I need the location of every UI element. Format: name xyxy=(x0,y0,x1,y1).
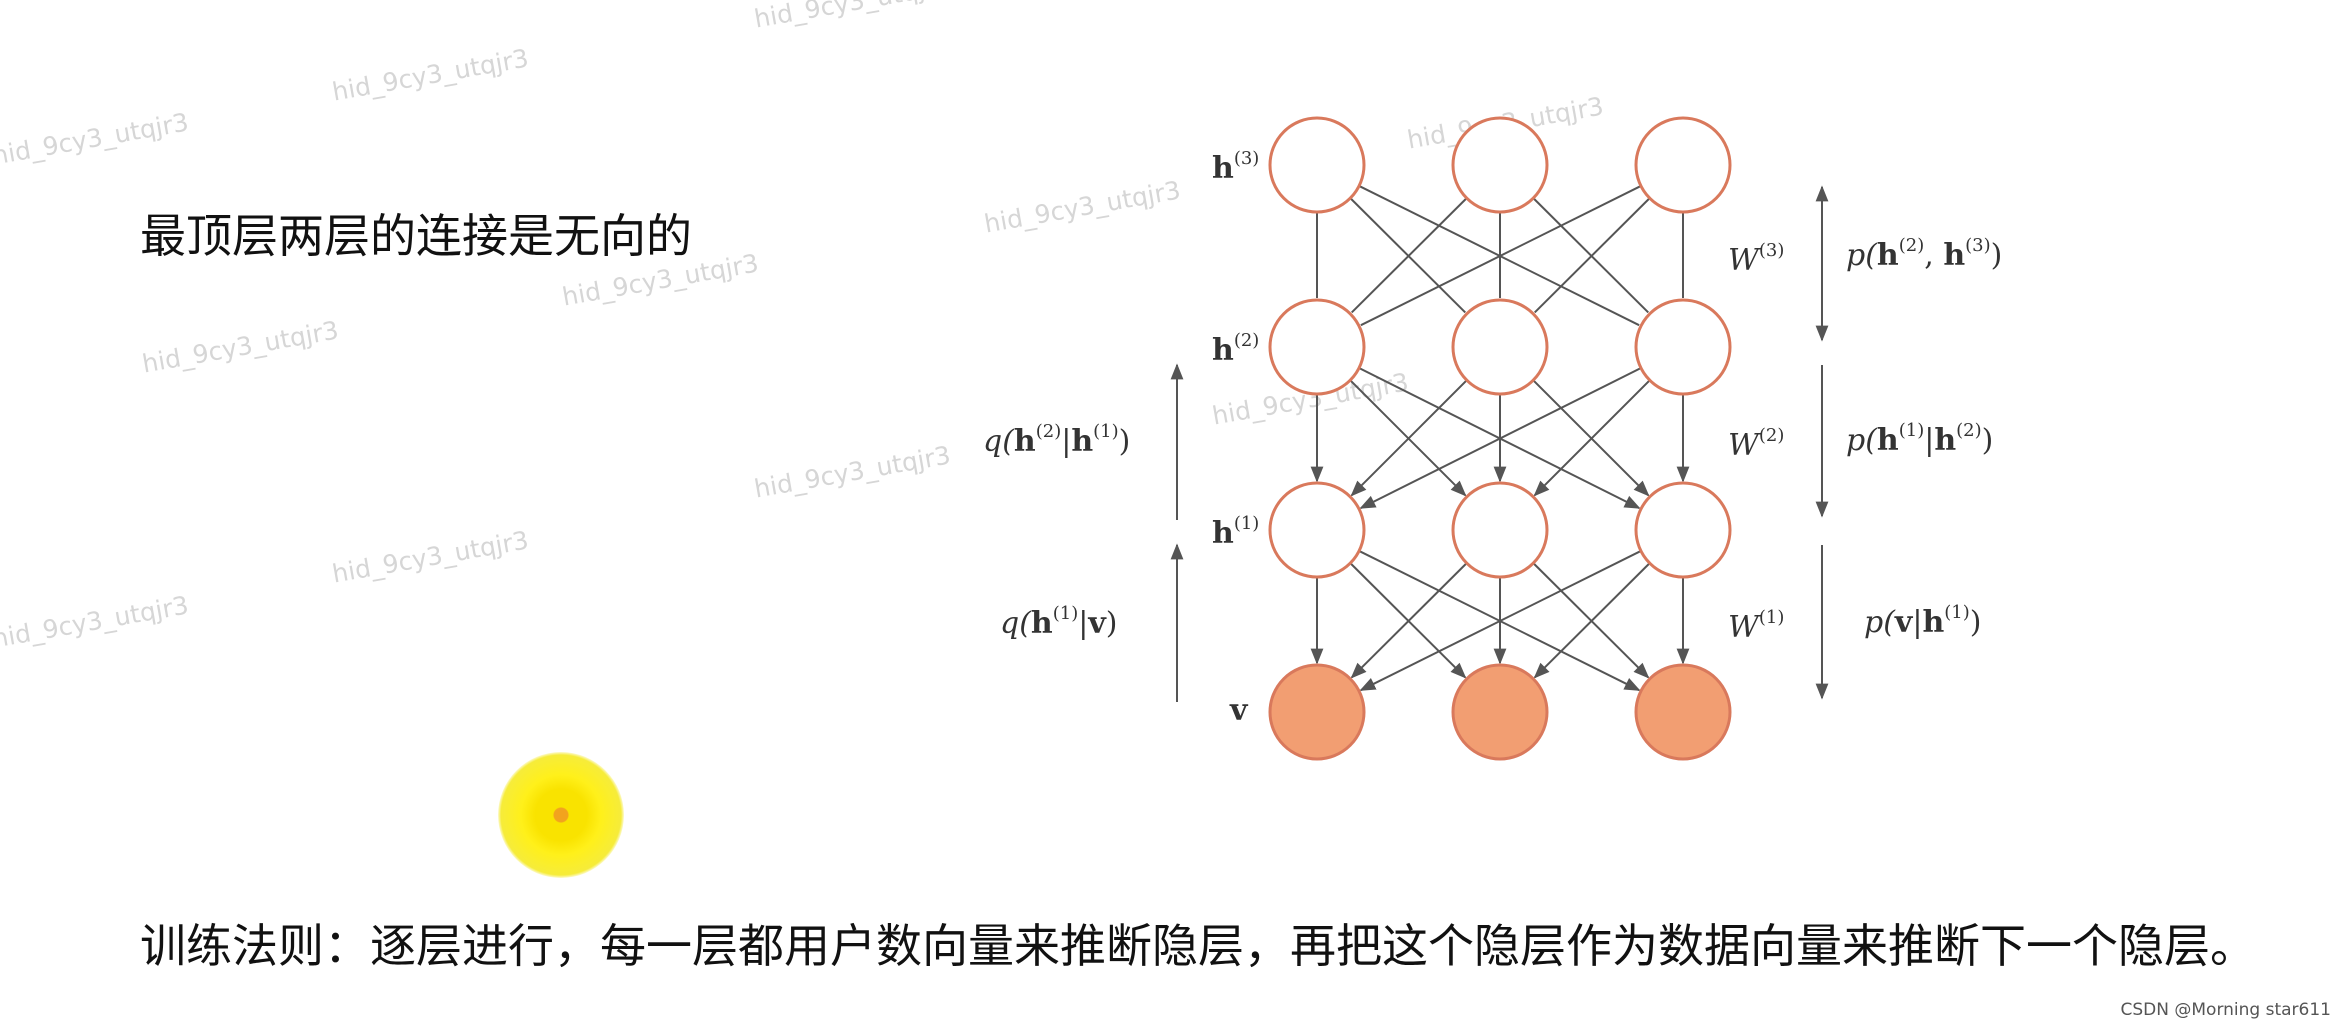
label-p2: p(h(1)|h(2)) xyxy=(1846,420,1993,458)
node-h3-3 xyxy=(1634,116,1732,214)
heading-text: 最顶层两层的连接是无向的 xyxy=(140,209,692,263)
cursor-highlight xyxy=(498,752,624,878)
node-v-2 xyxy=(1451,663,1549,761)
label-v: v xyxy=(1229,693,1249,728)
edges xyxy=(1310,185,1690,692)
edge-l0-2-1 xyxy=(1534,197,1651,314)
label-w2: W(2) xyxy=(1728,425,1784,463)
node-h2-2 xyxy=(1451,298,1549,396)
label-h3: h(3) xyxy=(1212,148,1259,186)
node-h1-2 xyxy=(1451,481,1549,579)
layer-h3-nodes xyxy=(1268,116,1732,214)
edge-l1-1-0 xyxy=(1350,379,1468,497)
training-rule-text: 训练法则：逐层进行，每一层都用户数向量来推断隐层，再把这个隐层作为数据向量来推断… xyxy=(140,919,2256,973)
edge-l1-2-0 xyxy=(1359,367,1642,509)
edge-l2-1-0 xyxy=(1350,562,1468,679)
node-h2-1 xyxy=(1268,298,1366,396)
layer-h2-nodes xyxy=(1268,298,1732,396)
node-h1-3 xyxy=(1634,481,1732,579)
label-h2: h(2) xyxy=(1212,330,1259,368)
label-p1: p(v|h(1)) xyxy=(1864,602,1982,640)
label-p3: p(h(2), h(3)) xyxy=(1846,235,2002,273)
label-q1: q(h(1)|v) xyxy=(1000,603,1118,641)
edge-l1-2-1 xyxy=(1533,379,1651,497)
edge-l0-1-0 xyxy=(1351,197,1468,314)
label-h1: h(1) xyxy=(1212,513,1259,551)
edge-l2-2-0 xyxy=(1359,550,1642,692)
edge-l2-2-1 xyxy=(1533,562,1651,679)
credit-text: CSDN @Morning star611 xyxy=(2120,1000,2331,1020)
label-q2: q(h(2)|h(1)) xyxy=(983,421,1130,459)
node-v-3 xyxy=(1634,663,1732,761)
edge-l0-2-0 xyxy=(1360,185,1642,327)
node-h3-2 xyxy=(1451,116,1549,214)
node-v-1 xyxy=(1268,663,1366,761)
node-h3-1 xyxy=(1268,116,1366,214)
label-w1: W(1) xyxy=(1728,607,1784,645)
label-w3: W(3) xyxy=(1728,240,1784,278)
layer-v-nodes xyxy=(1268,663,1732,761)
node-h1-1 xyxy=(1268,481,1366,579)
node-h2-3 xyxy=(1634,298,1732,396)
layer-h1-nodes xyxy=(1268,481,1732,579)
